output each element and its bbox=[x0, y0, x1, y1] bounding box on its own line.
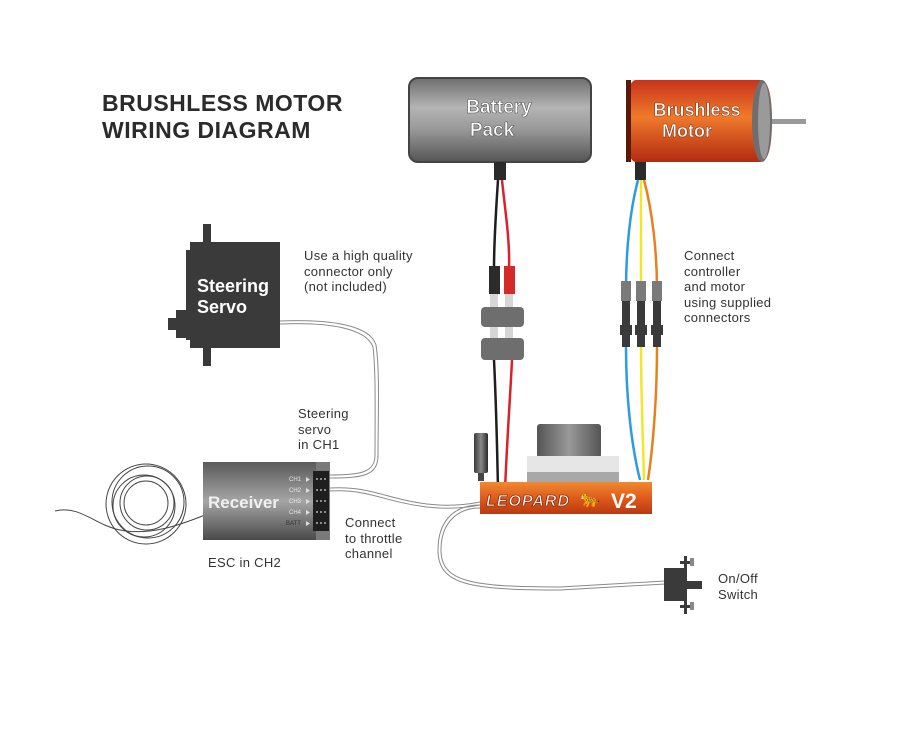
servo-channel-line: in CH1 bbox=[298, 437, 340, 452]
receiver: Receiver CH1 CH2 CH3 CH4 BATT bbox=[203, 462, 330, 540]
motor-connect-line: and motor bbox=[684, 279, 746, 294]
connector-note-line: Use a high quality bbox=[304, 248, 413, 263]
connector-housing bbox=[481, 307, 524, 327]
throttle-line: channel bbox=[345, 546, 393, 561]
page-title: BRUSHLESS MOTOR WIRING DIAGRAM bbox=[102, 90, 343, 144]
battery-label-1: Battery bbox=[466, 97, 532, 118]
esc-controller: LEOPARD 🐆 V2 bbox=[474, 424, 652, 514]
switch-lead bbox=[437, 504, 666, 591]
steering-servo: Steering Servo bbox=[168, 224, 280, 366]
channel-ch3: CH3 bbox=[289, 499, 302, 505]
motor-label-2: Motor bbox=[662, 121, 712, 141]
servo-channel-note: Steering servo in CH1 bbox=[298, 406, 349, 453]
esc-brand: LEOPARD bbox=[486, 493, 570, 510]
receiver-label: Receiver bbox=[208, 493, 279, 512]
motor-connect-line: connectors bbox=[684, 310, 751, 325]
leopard-logo-icon: 🐆 bbox=[580, 491, 600, 508]
connector-note-line: (not included) bbox=[304, 279, 387, 294]
connector-note: Use a high quality connector only (not i… bbox=[304, 248, 413, 295]
connector-housing bbox=[481, 338, 524, 360]
esc-channel-note: ESC in CH2 bbox=[208, 555, 282, 570]
motor-connect-line: Connect bbox=[684, 248, 735, 263]
servo-label-1: Steering bbox=[197, 276, 269, 296]
throttle-note: Connect to throttle channel bbox=[345, 515, 403, 562]
title-line-1: BRUSHLESS MOTOR bbox=[102, 90, 343, 116]
channel-ch2: CH2 bbox=[289, 488, 302, 494]
title-line-2: WIRING DIAGRAM bbox=[102, 117, 311, 143]
capacitor bbox=[474, 433, 488, 473]
antenna-coil bbox=[54, 463, 206, 545]
channel-batt: BATT bbox=[286, 521, 301, 527]
battery-wires bbox=[481, 179, 524, 491]
motor-label-1: Brushless bbox=[653, 100, 740, 120]
servo-channel-line: Steering bbox=[298, 406, 349, 421]
switch-label-line: Switch bbox=[718, 586, 759, 602]
throttle-line: Connect bbox=[345, 515, 396, 530]
servo-channel-line: servo bbox=[298, 421, 332, 437]
receiver-channels: CH1 CH2 CH3 CH4 BATT bbox=[286, 477, 310, 527]
red-plug bbox=[504, 266, 515, 294]
motor-connect-line: controller bbox=[684, 263, 741, 279]
channel-ch1: CH1 bbox=[289, 477, 302, 483]
receiver-pins bbox=[316, 478, 326, 524]
switch-label-line: On/Off bbox=[718, 571, 758, 586]
fan-heatsink bbox=[537, 424, 601, 458]
battery-label-2: Pack bbox=[470, 120, 515, 141]
motor-wires bbox=[620, 179, 663, 481]
motor-connect-note: Connect controller and motor using suppl… bbox=[684, 248, 771, 326]
throttle-line: to throttle bbox=[345, 530, 403, 546]
motor-connect-line: using supplied bbox=[684, 294, 772, 310]
motor-shaft bbox=[760, 119, 806, 124]
servo-label-2: Servo bbox=[197, 297, 247, 317]
esc-model: V2 bbox=[611, 490, 637, 513]
battery-pack: Battery Pack bbox=[408, 77, 592, 180]
connector-note-line: connector only bbox=[304, 263, 393, 279]
black-plug bbox=[489, 266, 500, 294]
brushless-motor: Brushless Motor bbox=[626, 80, 806, 180]
on-off-switch bbox=[664, 556, 702, 614]
switch-label: On/Off Switch bbox=[718, 571, 758, 602]
channel-ch4: CH4 bbox=[289, 510, 302, 516]
esc-receiver-lead bbox=[329, 487, 481, 509]
servo-lead bbox=[279, 320, 379, 479]
